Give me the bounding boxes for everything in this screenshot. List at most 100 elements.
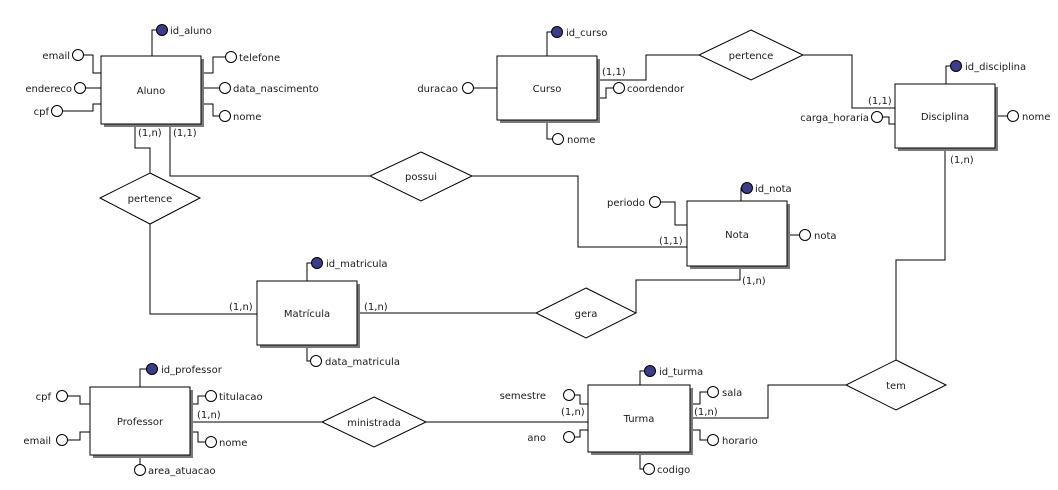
attribute-label: email [42,51,70,62]
attribute-marker [871,111,883,123]
attribute-label: horario [722,436,758,447]
attribute-label: titulacao [219,392,263,403]
attribute-marker [613,82,625,94]
entity-curso[interactable]: Curso [496,55,600,123]
cardinality-label: (1,n) [950,155,974,166]
cardinality-label: (1,1) [602,67,626,78]
attribute-marker [310,355,322,367]
attribute-marker [707,386,719,398]
entity-label: Disciplina [921,112,969,123]
relationship-diamond [697,29,805,81]
relationship-label: tem [886,381,906,392]
attribute-label: ano [527,433,546,444]
attribute-label: cpf [36,392,52,403]
line-disciplina-tem [895,148,946,360]
entity-turma[interactable]: Turma [587,384,693,455]
primary-key-marker [551,26,563,38]
attribute-label: sala [722,388,742,399]
attribute-marker [707,434,719,446]
attr-line-professor-titulacao [190,395,206,405]
entity-box [256,280,358,346]
attribute-marker [72,49,84,61]
entity-box [100,55,202,125]
attribute-marker [1007,110,1019,122]
attribute-marker [649,196,661,208]
attribute-marker [799,229,811,241]
attribute-label: id_aluno [170,26,212,37]
attribute-label: coordendor [627,84,685,95]
attribute-label: telefone [239,53,280,64]
entity-aluno[interactable]: Aluno [100,55,204,127]
cardinality-labels: (1,n) (1,1) (1,1) (1,1) (1,n) (1,1) (1,n… [138,67,974,421]
attribute-label: duracao [417,84,458,95]
relationship-diamond [320,396,428,448]
relationship-pertence-aluno-matricula[interactable]: pertence [98,172,202,225]
entity-box [894,83,996,149]
entity-label: Curso [533,84,562,95]
attr-line-curso-nome [546,120,553,140]
entity-disciplina[interactable]: Disciplina [894,83,998,151]
relationship-diamond [368,151,474,202]
primary-key-marker [741,182,753,194]
cardinality-label: (1,n) [742,276,766,287]
line-tem-turma [690,384,846,419]
relationship-diamond [534,287,638,339]
attr-line-turma-sala [690,391,708,405]
attr-line-turma-semestre [574,394,588,405]
cardinality-label: (1,1) [868,96,892,107]
attr-line-aluno-nome [201,103,220,117]
attribute-marker [219,110,231,122]
attribute-label: periodo [607,198,645,209]
attribute-marker [563,389,575,401]
attribute-label: data_matricula [325,357,400,368]
line-curso-pertence [597,54,699,81]
relationship-ministrada[interactable]: ministrada [320,396,428,448]
attr-line-aluno-telefone [201,56,226,74]
attribute-marker [219,82,231,94]
attr-line-turma-codigo [639,452,644,470]
attr-line-id-turma [639,370,645,385]
attr-line-aluno-cpf [62,103,101,112]
primary-key-marker [311,257,323,269]
attribute-label: nota [814,231,837,242]
entity-professor[interactable]: Professor [89,386,193,458]
attribute-label: id_turma [659,367,703,378]
attribute-markers [51,24,1019,476]
attribute-label: codigo [657,465,690,476]
relationship-label: pertence [729,51,774,62]
attribute-marker [643,463,655,475]
cardinality-label: (1,n) [364,302,388,313]
relationship-diamond [98,172,202,225]
relationship-possui[interactable]: possui [368,151,474,202]
entity-box [496,55,598,121]
attribute-marker [552,133,564,145]
attr-line-aluno-email [83,54,101,74]
entity-matricula[interactable]: Matrícula [256,280,360,348]
cardinality-label: (1,n) [561,407,585,418]
attribute-label: area_atuacao [148,466,216,477]
attr-line-nota-periodo [660,201,687,226]
attr-line-turma-ano [574,429,588,438]
attr-line-professor-email [67,431,90,441]
entity-label: Turma [623,414,655,425]
attr-line-professor-nome [190,431,206,443]
attribute-label: nome [219,438,247,449]
relationship-pertence-curso-disciplina[interactable]: pertence [697,29,805,81]
attr-line-curso-coordendor [597,87,614,99]
attribute-label: nome [233,112,261,123]
line-possui-nota [472,175,687,248]
entity-label: Aluno [137,86,165,97]
attribute-marker [205,436,217,448]
cardinality-label: (1,n) [138,128,162,139]
attribute-label: endereco [25,84,72,95]
relationship-gera[interactable]: gera [534,287,638,339]
relationship-tem[interactable]: tem [844,359,948,411]
attribute-label: id_nota [755,184,792,195]
entity-nota[interactable]: Nota [686,200,790,269]
relationship-label: ministrada [347,418,400,429]
attribute-label: id_professor [161,365,223,376]
entity-box [587,384,691,453]
attribute-label: semestre [500,391,546,402]
cardinality-label: (1,n) [229,302,253,313]
